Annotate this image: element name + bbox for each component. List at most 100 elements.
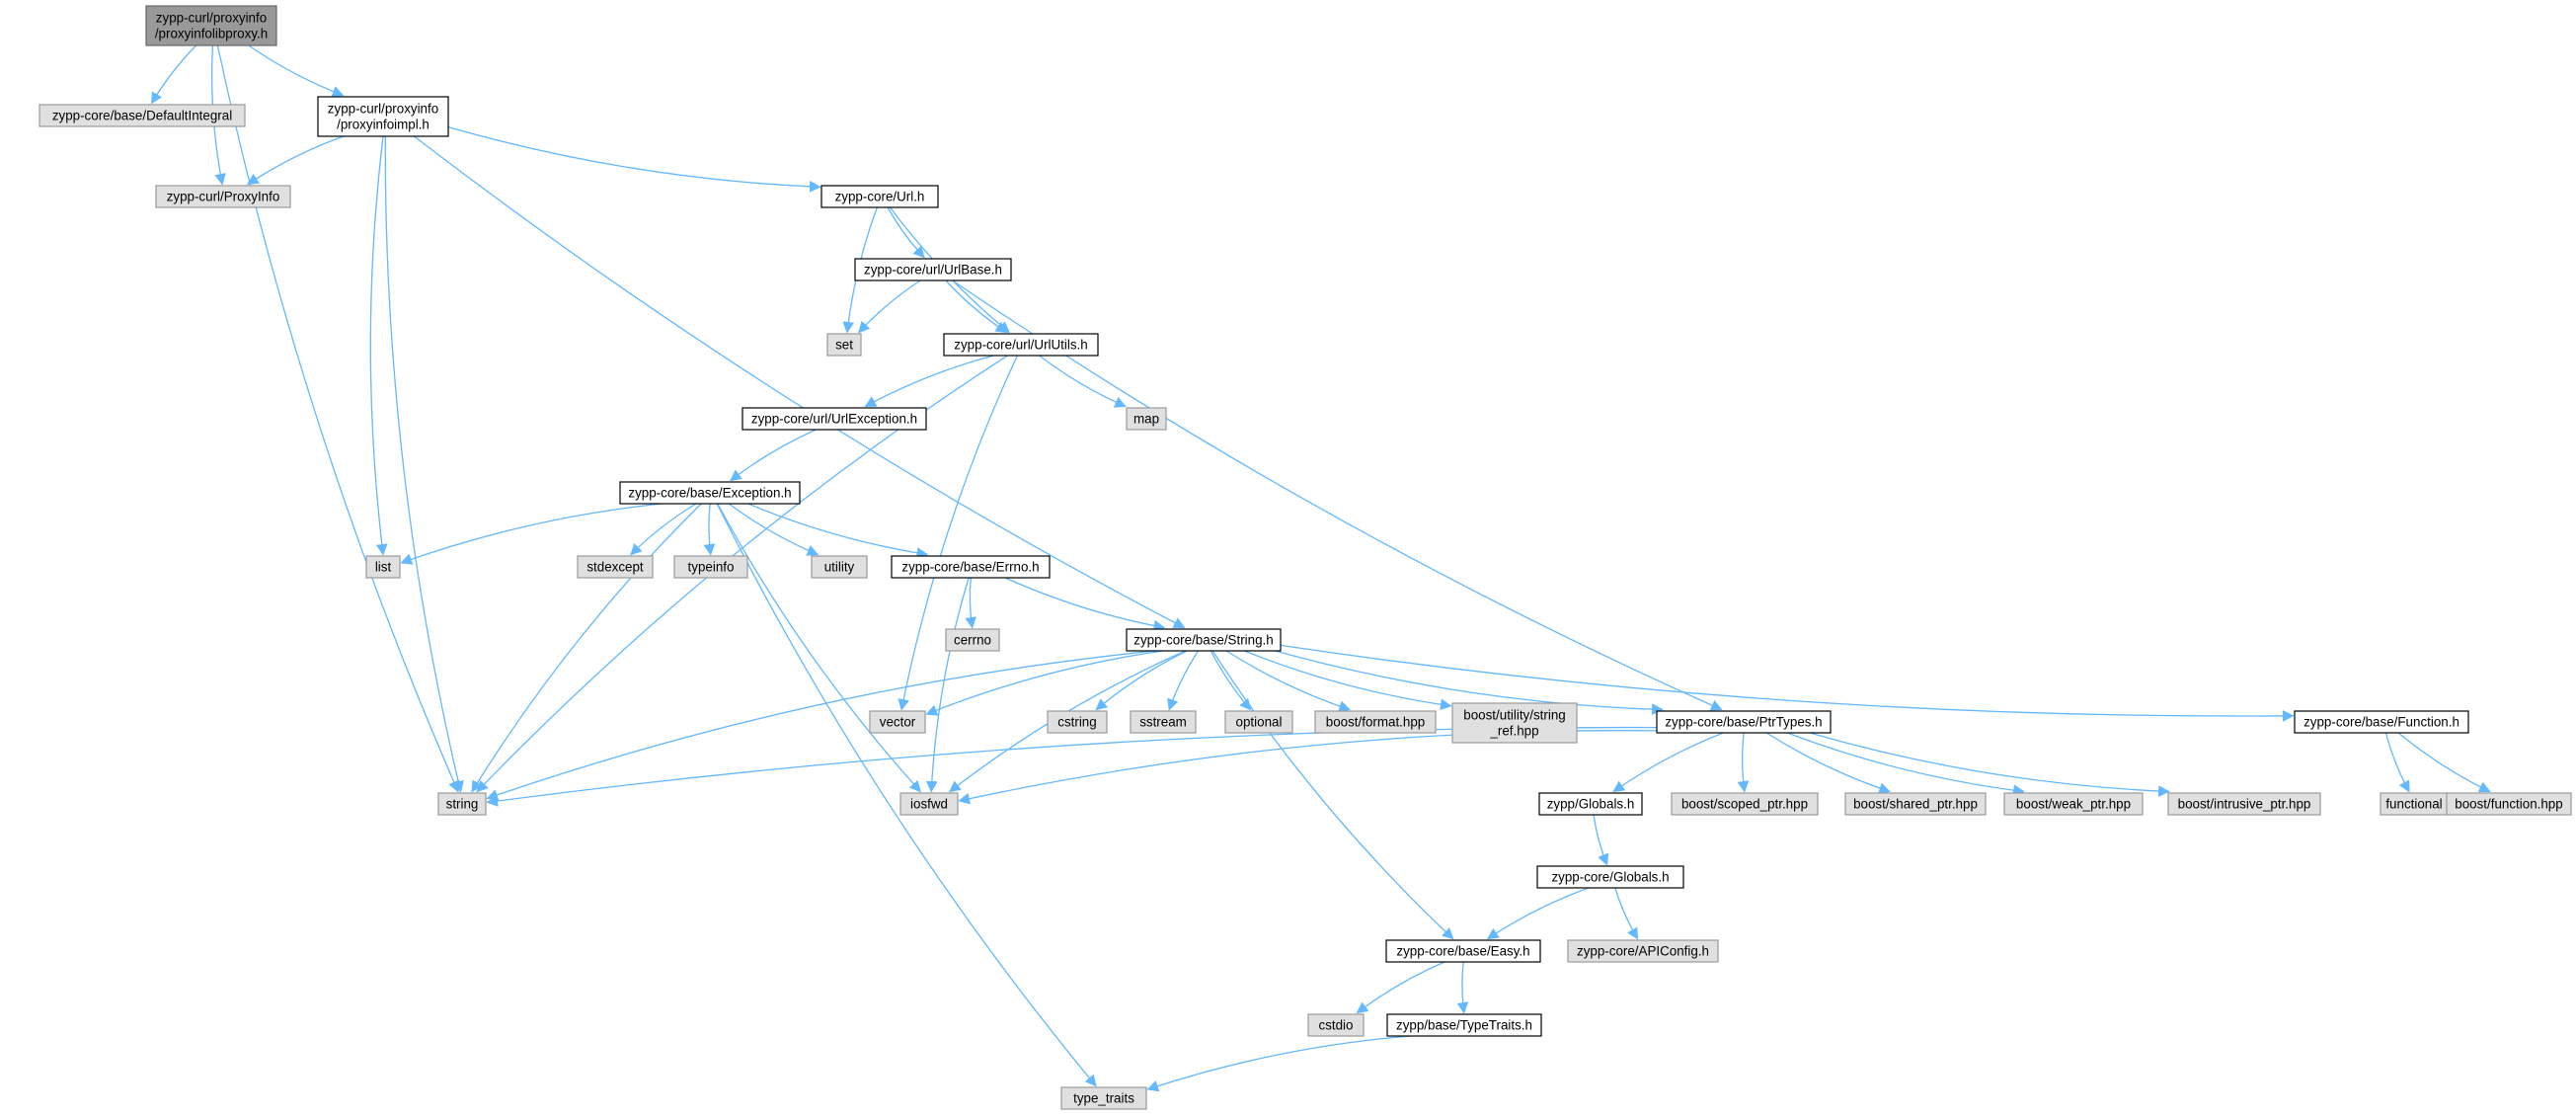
node-label: zypp-core/Url.h [835, 190, 925, 204]
edge-urlutils-to-vector [898, 355, 1018, 711]
node-label: map [1133, 412, 1159, 427]
node-box [1060, 1086, 1147, 1110]
node-sstream: sstream [1130, 710, 1197, 734]
node-urlutils[interactable]: zypp-core/url/UrlUtils.h [943, 333, 1099, 357]
edge-url-to-urlbase [887, 206, 925, 259]
node-errno[interactable]: zypp-core/base/Errno.h [891, 555, 1051, 579]
edge-ptrtypes-to-bweak [1787, 732, 2025, 796]
node-cstring: cstring [1047, 710, 1108, 734]
node-ptrtypes[interactable]: zypp-core/base/PtrTypes.h [1656, 710, 1832, 734]
node-box [1314, 710, 1437, 734]
node-box [145, 5, 277, 46]
edge-coreglobals-to-apiconfig [1614, 887, 1639, 940]
node-bshared: boost/shared_ptr.hpp [1844, 792, 1987, 816]
node-label: zypp-core/base/Function.h [2303, 715, 2459, 730]
node-label: list [375, 560, 392, 575]
edge-easy-to-cstdio [1356, 961, 1445, 1014]
node-label: vector [880, 715, 916, 730]
node-typetraitsh[interactable]: zypp/base/TypeTraits.h [1386, 1013, 1542, 1037]
node-stringh[interactable]: zypp-core/base/String.h [1126, 628, 1282, 652]
node-box [1656, 710, 1832, 734]
node-urlbase[interactable]: zypp-core/url/UrlBase.h [854, 258, 1012, 281]
node-box [1538, 792, 1643, 816]
node-box [1224, 710, 1293, 734]
node-cstdio: cstdio [1307, 1013, 1365, 1037]
node-root[interactable]: zypp-curl/proxyinfo/proxyinfolibproxy.h [145, 5, 277, 46]
edge-ptrtypes-to-zyppglobals [1612, 732, 1724, 793]
node-iosfwd: iosfwd [899, 792, 959, 816]
node-box [619, 481, 801, 505]
node-box [2003, 792, 2144, 816]
edge-errno-to-stringh [1004, 577, 1166, 632]
node-optional: optional [1224, 710, 1293, 734]
node-set: set [826, 333, 862, 357]
edge-exception-to-list [400, 503, 663, 565]
edge-proxyimpl-to-proxyinfo [247, 135, 345, 186]
node-label: zypp-core/url/UrlException.h [751, 412, 917, 427]
node-box [899, 792, 959, 816]
node-utility: utility [811, 555, 868, 579]
edge-errno-to-iosfwd [925, 577, 970, 793]
node-label: zypp-core/base/Errno.h [901, 560, 1039, 575]
node-zyppglobals[interactable]: zypp/Globals.h [1538, 792, 1643, 816]
node-box [1126, 628, 1282, 652]
node-bweak: boost/weak_ptr.hpp [2003, 792, 2144, 816]
node-box [1126, 407, 1167, 431]
node-label: zypp-curl/proxyinfo [328, 102, 438, 117]
node-label: zypp-core/base/DefaultIntegral [52, 109, 232, 123]
node-stdexcept: stdexcept [577, 555, 654, 579]
node-box [891, 555, 1051, 579]
node-url[interactable]: zypp-core/Url.h [820, 185, 939, 208]
node-label: boost/function.hpp [2455, 797, 2562, 812]
node-box [1844, 792, 1987, 816]
node-label: zypp-core/base/Exception.h [628, 486, 791, 501]
node-label: optional [1236, 715, 1283, 730]
node-label: boost/scoped_ptr.hpp [1681, 797, 1808, 812]
node-label: string [446, 797, 479, 812]
node-proxyimpl[interactable]: zypp-curl/proxyinfo/proxyinfoimpl.h [317, 96, 449, 137]
node-box [943, 333, 1099, 357]
node-coreglobals[interactable]: zypp-core/Globals.h [1536, 865, 1684, 889]
edge-stringh-to-bformat [1225, 650, 1351, 712]
node-box [826, 333, 862, 357]
node-urlexc[interactable]: zypp-core/url/UrlException.h [742, 407, 927, 431]
edge-root-to-proxyimpl [248, 44, 345, 98]
node-label: /proxyinfoimpl.h [337, 118, 429, 132]
edge-stringh-to-sstream [1167, 650, 1200, 711]
edge-exception-to-errno [747, 503, 929, 559]
node-label: functional [2385, 797, 2442, 812]
node-bformat: boost/format.hpp [1314, 710, 1437, 734]
node-box [39, 104, 246, 127]
edge-proxyimpl-to-url [447, 125, 821, 193]
node-label: zypp-core/base/PtrTypes.h [1665, 715, 1822, 730]
node-function[interactable]: zypp-core/base/Function.h [2294, 710, 2469, 734]
node-bstrref: boost/utility/string_ref.hpp [1451, 702, 1578, 744]
node-box [1307, 1013, 1365, 1037]
node-bintrusive: boost/intrusive_ptr.hpp [2167, 792, 2321, 816]
edge-exception-to-iosfwd [717, 503, 921, 793]
edge-stringh-to-cstring [1095, 650, 1188, 711]
edge-urlutils-to-map [1039, 355, 1127, 408]
node-label: boost/intrusive_ptr.hpp [2178, 797, 2311, 812]
node-box [1451, 702, 1578, 744]
node-easy[interactable]: zypp-core/base/Easy.h [1385, 939, 1541, 963]
node-box [1671, 792, 1819, 816]
node-exception[interactable]: zypp-core/base/Exception.h [619, 481, 801, 505]
edge-urlexc-to-exception [730, 429, 817, 482]
node-label: utility [824, 560, 855, 575]
node-box [820, 185, 939, 208]
node-label: typeinfo [688, 560, 735, 575]
edge-stringh-to-easy [1211, 650, 1454, 940]
node-label: zypp-curl/ProxyInfo [167, 190, 280, 204]
edge-proxyimpl-to-list [369, 135, 388, 556]
node-label: cerrno [954, 633, 991, 648]
edge-stringh-to-ptrtypes [1275, 650, 1664, 716]
edge-exception-to-type_traits [716, 503, 1097, 1087]
edge-errno-to-cerrno [965, 577, 976, 629]
edge-function-to-bfunction [2397, 732, 2491, 793]
edge-ptrtypes-to-bintrusive [1810, 732, 2170, 797]
node-box [317, 96, 449, 137]
edge-ptrtypes-to-bshared [1765, 732, 1891, 794]
node-list: list [365, 555, 401, 579]
node-cerrno: cerrno [945, 628, 1000, 652]
